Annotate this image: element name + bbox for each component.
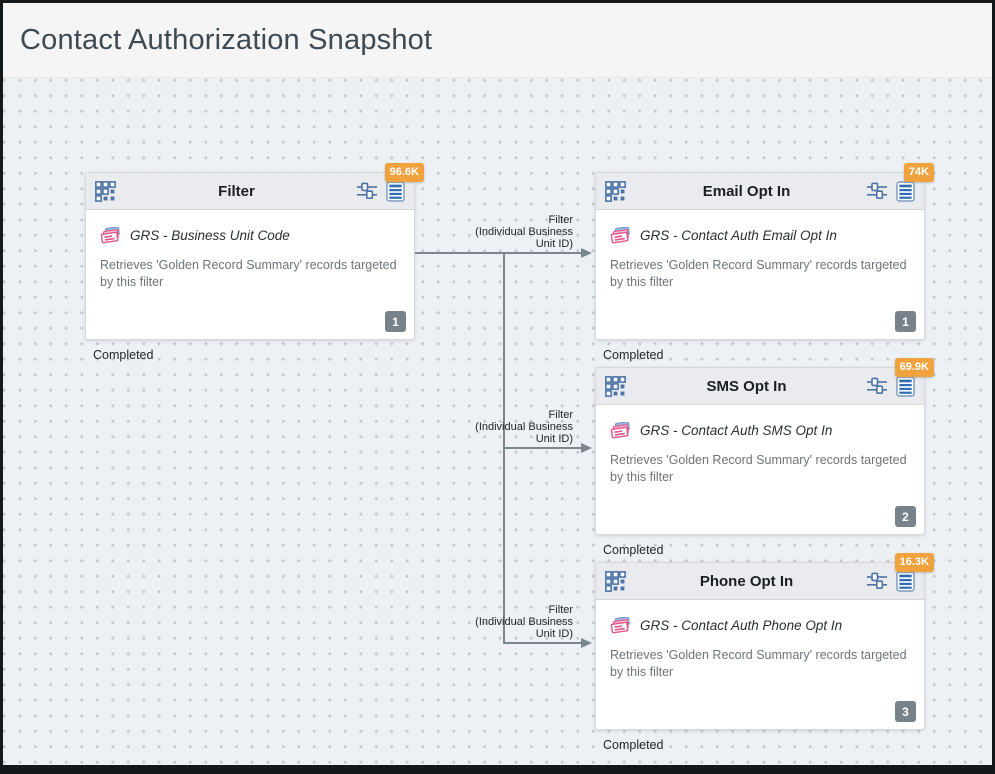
node-description: Retrieves 'Golden Record Summary' record…	[610, 258, 907, 289]
node-description: Retrieves 'Golden Record Summary' record…	[610, 648, 907, 679]
arrowhead-icon	[581, 442, 592, 453]
grid-icon	[605, 571, 626, 592]
filter-cards-icon	[610, 422, 631, 439]
record-count-badge: 74K	[903, 163, 934, 182]
node-title: SMS Opt In	[706, 377, 787, 395]
step-order-badge: 1	[895, 311, 916, 332]
source-name: GRS - Contact Auth SMS Opt In	[640, 423, 833, 438]
source-row: GRS - Contact Auth Phone Opt In	[610, 617, 910, 634]
step-order-badge: 1	[385, 311, 406, 332]
filter-cards-icon	[610, 227, 631, 244]
node-card-body: GRS - Contact Auth SMS Opt In Retrieves …	[596, 405, 924, 535]
edge-label: Filter (Individual Business Unit ID)	[475, 604, 573, 640]
node-card[interactable]: Filter GRS - Business Unit Code Retrieve…	[85, 172, 415, 340]
node-card-header: Phone Opt In	[596, 563, 924, 600]
connector-line-filter-sms	[503, 447, 581, 449]
arrowhead-icon	[581, 637, 592, 648]
page-header: Contact Authorization Snapshot	[3, 3, 992, 78]
record-count-badge: 69.9K	[894, 358, 934, 377]
grid-icon	[95, 181, 116, 202]
sliders-icon[interactable]	[357, 182, 377, 200]
source-name: GRS - Contact Auth Phone Opt In	[640, 618, 843, 633]
node-sms-opt-in[interactable]: 69.9K SMS Opt In GRS - Contact Auth SMS …	[595, 358, 934, 557]
grid-icon	[605, 181, 626, 202]
source-name: GRS - Contact Auth Email Opt In	[640, 228, 837, 243]
sliders-icon[interactable]	[867, 377, 887, 395]
step-order-badge: 2	[895, 506, 916, 527]
status-label: Completed	[603, 543, 664, 557]
node-title: Email Opt In	[702, 182, 791, 200]
node-card-header: Email Opt In	[596, 173, 924, 210]
connector-line-filter-email	[415, 252, 581, 254]
sliders-icon[interactable]	[867, 182, 887, 200]
node-card-body: GRS - Contact Auth Email Opt In Retrieve…	[596, 210, 924, 340]
node-card[interactable]: SMS Opt In GRS - Contact Auth SMS Opt In…	[595, 367, 925, 535]
workflow-canvas[interactable]: Filter (Individual Business Unit ID) Fil…	[3, 78, 992, 764]
list-icon[interactable]	[896, 571, 915, 592]
filter-cards-icon	[610, 617, 631, 634]
node-card[interactable]: Phone Opt In GRS - Contact Auth Phone Op…	[595, 562, 925, 730]
edge-label: Filter (Individual Business Unit ID)	[475, 214, 573, 250]
node-card-body: GRS - Contact Auth Phone Opt In Retrieve…	[596, 600, 924, 730]
step-order-badge: 3	[895, 701, 916, 722]
node-title: Filter	[218, 182, 255, 200]
node-title: Phone Opt In	[699, 572, 794, 590]
source-name: GRS - Business Unit Code	[130, 228, 290, 243]
grid-icon	[605, 376, 626, 397]
source-row: GRS - Business Unit Code	[100, 227, 400, 244]
node-email-opt-in[interactable]: 74K Email Opt In GRS - Contact Auth Emai…	[595, 163, 934, 362]
record-count-badge: 16.3K	[894, 553, 934, 572]
node-card[interactable]: Email Opt In GRS - Contact Auth Email Op…	[595, 172, 925, 340]
sliders-icon[interactable]	[867, 572, 887, 590]
node-filter[interactable]: 96.6K Filter GRS - Business Unit Code Re…	[85, 163, 424, 362]
list-icon[interactable]	[896, 181, 915, 202]
list-icon[interactable]	[386, 181, 405, 202]
source-row: GRS - Contact Auth Email Opt In	[610, 227, 910, 244]
node-card-body: GRS - Business Unit Code Retrieves 'Gold…	[86, 210, 414, 340]
arrowhead-icon	[581, 247, 592, 258]
node-description: Retrieves 'Golden Record Summary' record…	[610, 453, 907, 484]
source-row: GRS - Contact Auth SMS Opt In	[610, 422, 910, 439]
node-phone-opt-in[interactable]: 16.3K Phone Opt In GRS - Contact Auth Ph…	[595, 553, 934, 752]
edge-label: Filter (Individual Business Unit ID)	[475, 409, 573, 445]
page-title: Contact Authorization Snapshot	[20, 23, 433, 56]
status-label: Completed	[603, 348, 664, 362]
list-icon[interactable]	[896, 376, 915, 397]
node-card-header: SMS Opt In	[596, 368, 924, 405]
record-count-badge: 96.6K	[384, 163, 424, 182]
status-label: Completed	[603, 738, 664, 752]
node-description: Retrieves 'Golden Record Summary' record…	[100, 258, 397, 289]
status-label: Completed	[93, 348, 154, 362]
filter-cards-icon	[100, 227, 121, 244]
node-card-header: Filter	[86, 173, 414, 210]
connector-line-filter-phone	[503, 642, 581, 644]
